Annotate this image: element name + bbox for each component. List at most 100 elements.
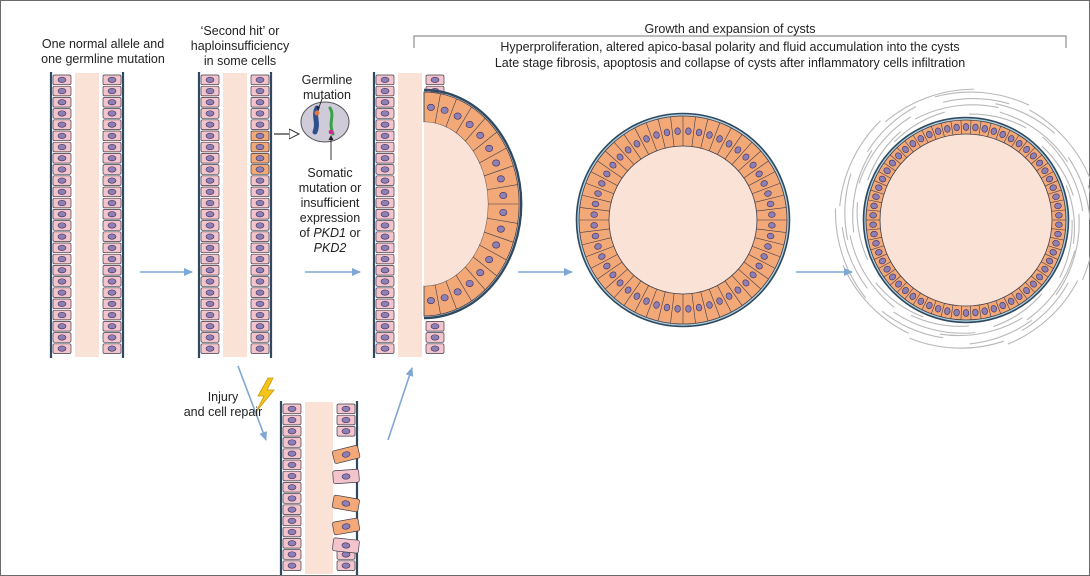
nucleus [288, 417, 296, 422]
nucleus [288, 473, 296, 478]
nucleus [108, 156, 116, 161]
nucleus [206, 167, 214, 172]
nucleus [342, 429, 350, 434]
nucleus [288, 440, 296, 445]
nucleus [206, 324, 214, 329]
cyst-lumen [880, 134, 1052, 306]
somatic-label-of: of [299, 226, 313, 240]
nucleus [206, 335, 214, 340]
nucleus [58, 167, 66, 172]
nucleus [381, 290, 389, 295]
somatic-label-line4: expression [290, 211, 370, 226]
nucleus [381, 178, 389, 183]
nucleus [108, 245, 116, 250]
nucleus [256, 178, 264, 183]
nucleus [206, 301, 214, 306]
stage2-caption-line2: haploinsufficiency [180, 39, 300, 54]
nucleus [256, 212, 264, 217]
nucleus [206, 346, 214, 351]
nucleus [342, 417, 350, 422]
nucleus [58, 335, 66, 340]
nucleus [288, 406, 296, 411]
nucleus [381, 301, 389, 306]
nucleus [108, 178, 116, 183]
nucleus [58, 189, 66, 194]
nucleus [206, 189, 214, 194]
nucleus [381, 156, 389, 161]
nucleus [381, 88, 389, 93]
nucleus [108, 256, 116, 261]
nucleus [108, 200, 116, 205]
nucleus [206, 234, 214, 239]
somatic-label-line2: mutation or [290, 181, 370, 196]
nucleus [963, 310, 969, 317]
fibrosis-strand [915, 105, 999, 119]
nucleus [108, 212, 116, 217]
gene-pkd1: PKD1 [313, 226, 346, 240]
nucleus [256, 167, 264, 172]
nucleus [342, 542, 351, 548]
nucleus [493, 242, 500, 248]
nucleus [381, 144, 389, 149]
nucleus [381, 256, 389, 261]
nucleus [591, 222, 598, 228]
nucleus [256, 133, 264, 138]
nucleus [466, 280, 473, 286]
nucleus [381, 312, 389, 317]
nucleus [972, 309, 978, 316]
nucleus [256, 223, 264, 228]
nucleus [381, 346, 389, 351]
nucleus [288, 563, 296, 568]
nucleus [288, 451, 296, 456]
nucleus [288, 496, 296, 501]
nucleus [206, 268, 214, 273]
nucleus [256, 290, 264, 295]
stage2-caption-line1: ‘Second hit’ or [180, 24, 300, 39]
germline-label-line2: mutation [296, 88, 358, 103]
nucleus [288, 541, 296, 546]
nucleus [206, 279, 214, 284]
nucleus [206, 111, 214, 116]
nucleus [206, 133, 214, 138]
nucleus [108, 122, 116, 127]
stage4-cyst [577, 114, 790, 327]
injury-caption-line1: Injury [168, 390, 278, 405]
nucleus [256, 268, 264, 273]
injury-lumen [305, 402, 333, 574]
injury-tubule [281, 401, 360, 575]
nucleus [381, 212, 389, 217]
nucleus [427, 104, 434, 110]
stage1-caption: One normal allele and one germline mutat… [18, 37, 188, 67]
nucleus [58, 100, 66, 105]
nucleus [58, 77, 66, 82]
nucleus [454, 113, 461, 119]
nucleus [675, 305, 681, 312]
nucleus [381, 324, 389, 329]
nucleus [256, 144, 264, 149]
nucleus [381, 223, 389, 228]
stage1-tubule [51, 72, 123, 358]
nucleus [58, 133, 66, 138]
stage1-caption-line1: One normal allele and [18, 37, 188, 52]
nucleus [591, 212, 598, 218]
nucleus [206, 312, 214, 317]
nucleus [206, 223, 214, 228]
nucleus [108, 88, 116, 93]
somatic-label-line1: Somatic [290, 166, 370, 181]
nucleus [381, 234, 389, 239]
nucleus [206, 156, 214, 161]
nucleus [206, 100, 214, 105]
arrow-injury-to-stage3 [388, 368, 412, 440]
somatic-label-line5: of PKD1 or [290, 226, 370, 241]
nucleus [108, 346, 116, 351]
nucleus [58, 346, 66, 351]
stage3-lumen [398, 73, 422, 357]
nucleus [58, 144, 66, 149]
nucleus [58, 234, 66, 239]
nucleus [768, 222, 775, 228]
nucleus [256, 77, 264, 82]
nucleus [1055, 222, 1062, 228]
nucleus [206, 178, 214, 183]
tubule-lumen [75, 73, 99, 357]
nucleus [58, 178, 66, 183]
